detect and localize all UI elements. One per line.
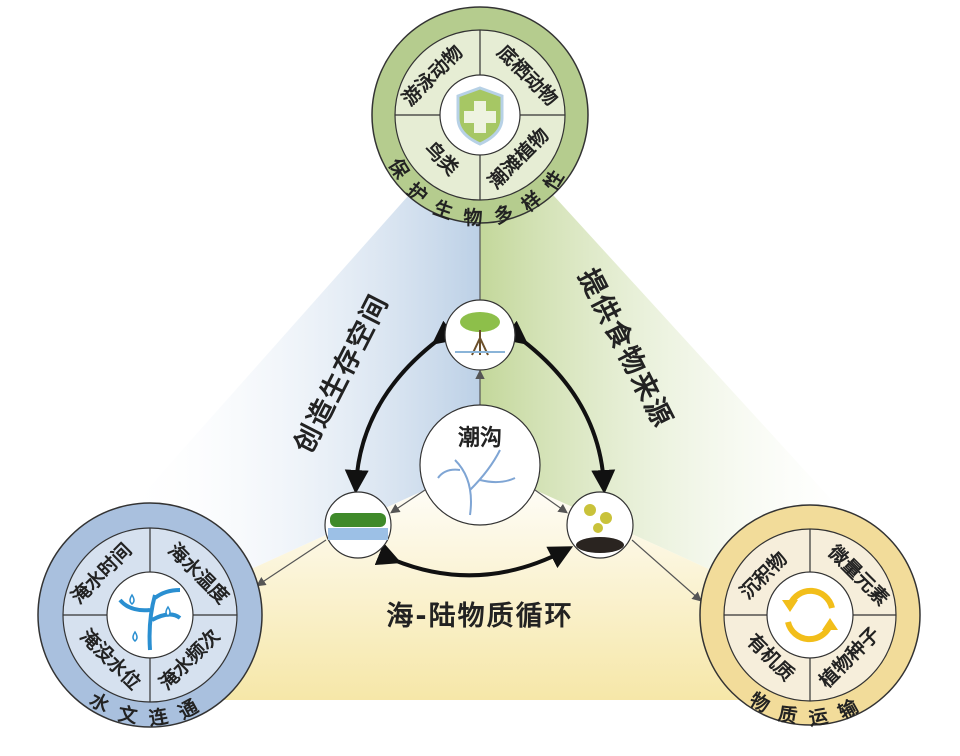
- side-label-bottom: 海-陆物质循环: [386, 601, 573, 632]
- vegetation-water-node: [324, 491, 392, 559]
- shield-plus-icon: [456, 86, 504, 146]
- biodiversity-circle: 游泳动物 底栖动物 鸟类 潮滩植物 保护生物多样性: [371, 6, 589, 229]
- connector-line: [255, 539, 327, 587]
- hydrology-circle: 淹水时间 海水温度 淹没水位 淹水频次 水文连通: [37, 502, 263, 730]
- seeds-soil-node: [566, 491, 634, 559]
- plant-icon: [460, 312, 500, 332]
- seed-icon: [584, 504, 596, 516]
- center-tidal-creek: 潮沟: [419, 404, 541, 526]
- center-label: 潮沟: [458, 425, 502, 451]
- soil-icon: [576, 537, 624, 553]
- double-arrow-bottom: [374, 542, 574, 578]
- creek-icon: [437, 449, 516, 516]
- double-arrow-left: [344, 320, 458, 494]
- double-arrow-right: [502, 320, 616, 494]
- cycle-arrows-icon: [782, 587, 838, 643]
- water-drops-channel-icon: [118, 588, 182, 651]
- mangrove-node: [444, 299, 516, 371]
- material-transport-circle: 沉积物 微量元素 有机质 植物种子 物质运输: [699, 504, 921, 730]
- bottom-sector-bg: [150, 465, 810, 700]
- vegetation-icon: [330, 513, 386, 527]
- connector-line: [631, 539, 702, 602]
